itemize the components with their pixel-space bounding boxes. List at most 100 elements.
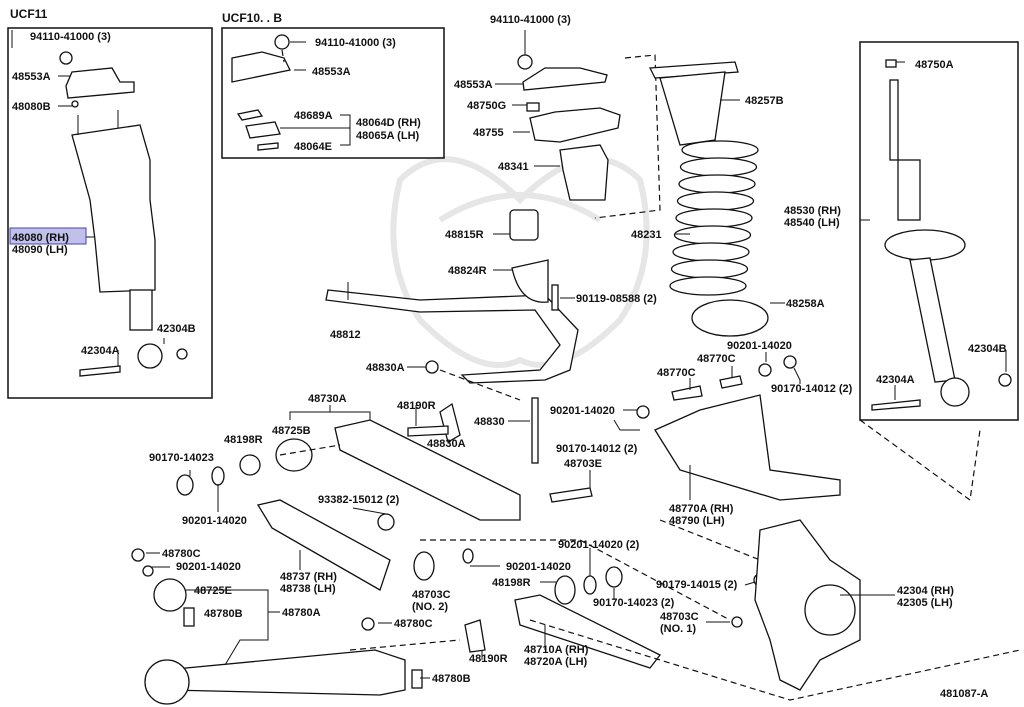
coil-spring-assembly bbox=[648, 61, 769, 337]
leader-lines bbox=[58, 61, 1007, 679]
part-label[interactable]: 48080B bbox=[12, 101, 51, 113]
part-label[interactable]: 48258A bbox=[786, 298, 825, 310]
part-label[interactable]: 90170-14012 (2) bbox=[771, 383, 853, 395]
part-label[interactable]: 48090 (LH) bbox=[12, 244, 68, 256]
part-label[interactable]: 48341 bbox=[498, 161, 529, 173]
part-label[interactable]: 48770C bbox=[657, 367, 696, 379]
part-label[interactable]: 48720A (LH) bbox=[524, 656, 588, 668]
spring-coil bbox=[673, 225, 752, 245]
part-label[interactable]: 48780C bbox=[394, 618, 433, 630]
part-label[interactable]: 48703C bbox=[660, 611, 699, 623]
part-label[interactable]: 48198R bbox=[492, 577, 531, 589]
part-label[interactable]: 48530 (RH) bbox=[784, 205, 841, 217]
spring-coil bbox=[678, 174, 756, 194]
part-label[interactable]: 90201-14020 bbox=[506, 561, 571, 573]
part-label[interactable]: 48738 (LH) bbox=[280, 583, 336, 595]
rear-shock-absorber bbox=[871, 59, 1012, 411]
section-ucf11: UCF11 bbox=[7, 7, 213, 399]
part-label[interactable]: 90201-14020 bbox=[182, 515, 247, 527]
part-label[interactable]: 42304 (RH) bbox=[897, 585, 954, 597]
part-label[interactable]: 90201-14020 bbox=[176, 561, 241, 573]
part-label[interactable]: 48830A bbox=[427, 438, 466, 450]
part-label[interactable]: 48553A bbox=[12, 71, 51, 83]
part-label[interactable]: 90201-14020 (2) bbox=[558, 539, 640, 551]
part-label[interactable]: 42304B bbox=[157, 323, 196, 335]
part-label[interactable]: 42305 (LH) bbox=[897, 597, 953, 609]
assembly-guide-lines bbox=[279, 369, 1021, 701]
part-label[interactable]: 42304B bbox=[968, 343, 1007, 355]
air-spring-body bbox=[71, 124, 156, 293]
part-label[interactable]: 48780C bbox=[162, 548, 201, 560]
part-label[interactable]: 48770A (RH) bbox=[669, 503, 734, 515]
section-frame-rear-shock bbox=[859, 41, 1019, 421]
part-label[interactable]: 48064E bbox=[294, 141, 332, 153]
bracket-48737 bbox=[256, 499, 391, 591]
part-label[interactable]: 90179-14015 (2) bbox=[656, 579, 738, 591]
part-label[interactable]: 94110-41000 (3) bbox=[315, 37, 396, 49]
part-label[interactable]: 90170-14023 bbox=[149, 452, 214, 464]
part-label[interactable]: 48780A bbox=[282, 607, 321, 619]
part-label[interactable]: 48770C bbox=[697, 353, 736, 365]
part-labels[interactable]: 94110-41000 (3) 48553A 48080B 48080 (RH)… bbox=[12, 14, 1007, 700]
spring-coil bbox=[670, 259, 749, 279]
part-label[interactable]: 48710A (RH) bbox=[524, 644, 589, 656]
part-label[interactable]: 90201-14020 bbox=[727, 340, 792, 352]
part-label[interactable]: 94110-41000 (3) bbox=[490, 14, 571, 26]
part-label[interactable]: 48750G bbox=[467, 100, 506, 112]
part-label[interactable]: 90170-14012 (2) bbox=[556, 443, 638, 455]
part-label[interactable]: 48780B bbox=[204, 608, 243, 620]
upper-arm-48770A bbox=[654, 394, 841, 501]
part-label[interactable]: (NO. 2) bbox=[412, 601, 448, 613]
part-label-selected[interactable]: 48080 (RH) bbox=[12, 232, 69, 244]
spring-coil bbox=[669, 276, 747, 296]
part-label[interactable]: 48830A bbox=[366, 362, 405, 374]
part-label[interactable]: 48190R bbox=[397, 400, 436, 412]
strut-mount-parts bbox=[517, 30, 661, 219]
section-ucf10b: UCF10. . B bbox=[221, 11, 445, 159]
section-title: UCF11 bbox=[10, 7, 48, 21]
part-label[interactable]: 48231 bbox=[631, 229, 662, 241]
part-label[interactable]: 48755 bbox=[473, 127, 504, 139]
part-label[interactable]: 48725B bbox=[272, 425, 311, 437]
part-label[interactable]: 48065A (LH) bbox=[356, 130, 420, 142]
part-label[interactable]: 48553A bbox=[312, 66, 351, 78]
part-label[interactable]: 90170-14023 (2) bbox=[593, 597, 675, 609]
part-label[interactable]: 48730A bbox=[308, 393, 347, 405]
part-label[interactable]: 48812 bbox=[330, 329, 361, 341]
ucf10b-parts bbox=[231, 34, 351, 151]
part-label[interactable]: 42304A bbox=[81, 345, 120, 357]
part-label[interactable]: 90201-14020 bbox=[550, 405, 615, 417]
part-label[interactable]: 48790 (LH) bbox=[669, 515, 725, 527]
spring-coil bbox=[679, 157, 758, 177]
part-label[interactable]: 48725E bbox=[194, 585, 232, 597]
watermark-logo bbox=[390, 156, 650, 368]
part-label[interactable]: 48553A bbox=[454, 79, 493, 91]
part-label[interactable]: 48689A bbox=[294, 110, 333, 122]
section-frame bbox=[221, 27, 445, 159]
support-mount bbox=[65, 67, 135, 99]
part-label[interactable]: 90119-08588 (2) bbox=[576, 293, 657, 305]
part-label[interactable]: 48824R bbox=[448, 265, 487, 277]
part-label[interactable]: 48750A bbox=[915, 59, 954, 71]
part-label[interactable]: 48703E bbox=[564, 458, 602, 470]
part-label[interactable]: 48815R bbox=[445, 229, 484, 241]
trailing-arm-48780A bbox=[164, 649, 406, 696]
part-label[interactable]: 93382-15012 (2) bbox=[318, 494, 400, 506]
part-label[interactable]: 48540 (LH) bbox=[784, 217, 840, 229]
part-label[interactable]: 48737 (RH) bbox=[280, 571, 337, 583]
part-label[interactable]: 42304A bbox=[876, 374, 915, 386]
selected-part-highlight bbox=[9, 227, 87, 245]
part-label[interactable]: 48780B bbox=[432, 673, 471, 685]
part-label[interactable]: 48703C bbox=[412, 589, 451, 601]
lateral-rod-48710A bbox=[514, 594, 661, 669]
part-label[interactable]: 48190R bbox=[469, 653, 508, 665]
spring-coil bbox=[676, 191, 755, 211]
part-label[interactable]: 48257B bbox=[745, 95, 784, 107]
air-spring-assembly[interactable] bbox=[59, 51, 188, 377]
part-label[interactable]: 48198R bbox=[224, 434, 263, 446]
part-label[interactable]: (NO. 1) bbox=[660, 623, 696, 635]
part-label[interactable]: 48064D (RH) bbox=[356, 117, 421, 129]
part-label[interactable]: 94110-41000 (3) bbox=[30, 31, 111, 43]
part-label[interactable]: 48830 bbox=[474, 416, 505, 428]
